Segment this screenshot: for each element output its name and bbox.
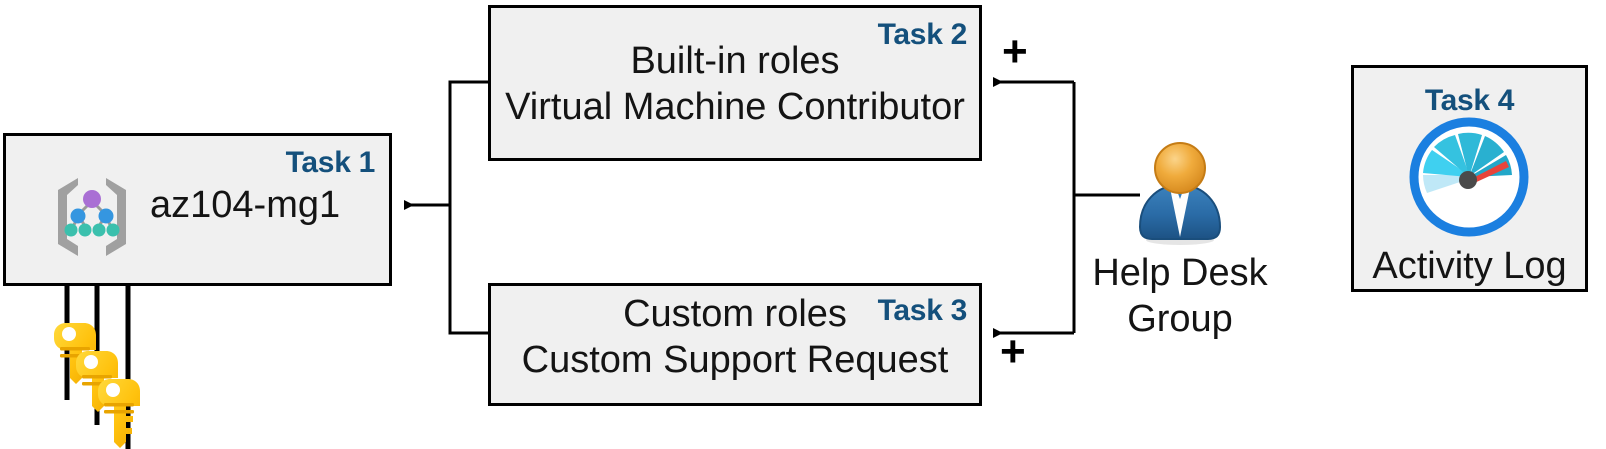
task-2-line-1: Built-in roles	[630, 40, 840, 82]
plus-operator-bottom: +	[1000, 327, 1026, 376]
task-1-label: Task 1	[285, 146, 376, 179]
task-3-line-1: Custom roles	[623, 293, 847, 335]
task-3-line-2: Custom Support Request	[521, 339, 949, 381]
person-label-line-1: Help Desk	[1092, 252, 1268, 294]
task-1-text: az104-mg1	[150, 184, 341, 226]
task-2-box[interactable]: Task 2	[488, 5, 982, 161]
task-2-line-2: Virtual Machine Contributor	[505, 86, 965, 128]
management-group-icon	[58, 178, 126, 256]
gauge-icon	[1409, 117, 1529, 237]
person-label-group: Help Desk Group	[1060, 250, 1300, 342]
task-2-text-group: Built-in roles Virtual Machine Contribut…	[488, 38, 982, 130]
person-icon	[1138, 142, 1222, 245]
task-4-label: Task 4	[1424, 84, 1515, 117]
task-2-label: Task 2	[877, 18, 968, 51]
task-4-box[interactable]: Task 4	[1351, 65, 1588, 292]
keys-icon	[54, 323, 140, 448]
task-4-text: Activity Log	[1372, 245, 1567, 287]
person-label-line-2: Group	[1127, 298, 1233, 340]
task-1-box[interactable]: Task 1	[3, 133, 392, 286]
task-3-label: Task 3	[877, 294, 968, 327]
plus-operator-top: +	[1002, 27, 1028, 76]
task-3-text-group: Custom roles Custom Support Request	[488, 291, 982, 383]
task-3-box[interactable]: Task 3	[488, 283, 982, 406]
